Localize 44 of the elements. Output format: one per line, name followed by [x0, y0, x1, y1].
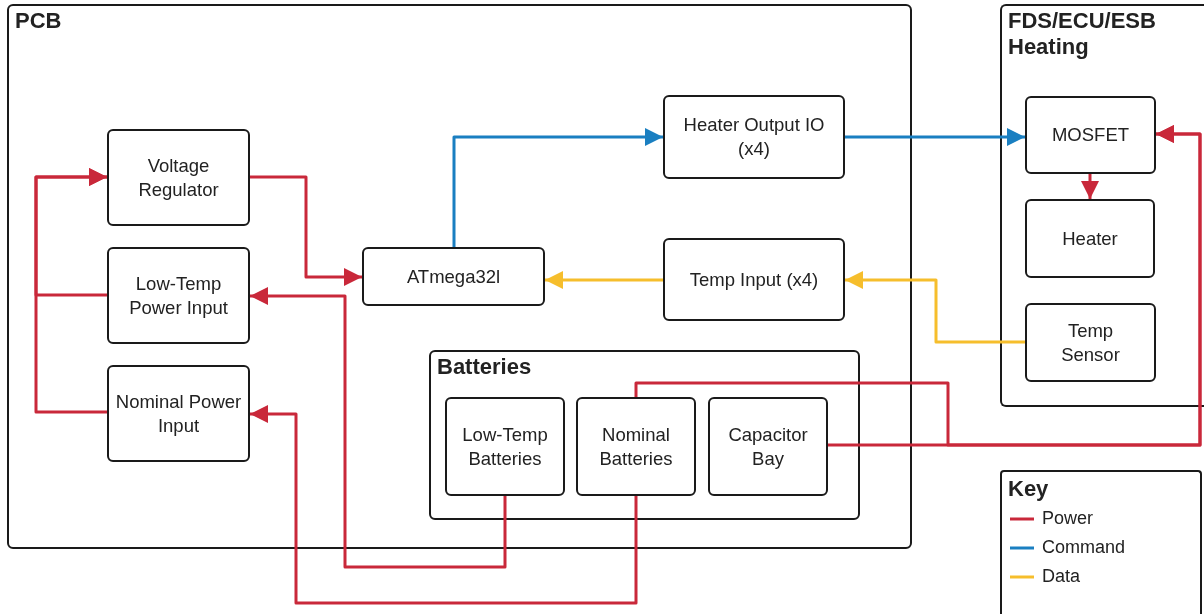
block-box — [445, 397, 565, 496]
block-box — [107, 247, 250, 344]
arrow — [250, 175, 362, 286]
arrow — [452, 128, 663, 247]
block-label: Voltage Regulator — [137, 153, 220, 202]
arrow — [634, 125, 1202, 447]
block-box — [663, 95, 845, 179]
group-title: PCB — [15, 8, 62, 34]
group-panel — [7, 4, 912, 549]
legend-label: Power — [1042, 508, 1094, 529]
block-box — [708, 397, 828, 496]
block-label: Temp Sensor — [1060, 318, 1121, 367]
block-box — [1025, 303, 1156, 382]
block-label: Heater Output IO (x4) — [682, 113, 826, 161]
block-label: Capacitor Bay — [727, 422, 809, 471]
arrow — [845, 271, 1025, 344]
block-label: Heater — [1061, 226, 1119, 251]
legend-title: Key — [1008, 476, 1049, 502]
block-box — [107, 365, 250, 462]
arrow — [34, 168, 107, 414]
block-label: ATmega32l — [405, 264, 502, 289]
block-box — [663, 238, 845, 321]
block-label: Low-Temp Batteries — [461, 422, 549, 471]
group-title: Batteries — [437, 354, 532, 380]
block-label: Nominal Batteries — [598, 422, 674, 471]
block-box — [107, 129, 250, 226]
block-label: Low-Temp Power Input — [128, 271, 229, 320]
arrow — [845, 128, 1025, 146]
group-panel — [429, 350, 860, 520]
block-box — [576, 397, 696, 496]
block-label: Temp Input (x4) — [688, 267, 820, 292]
arrow — [1081, 174, 1099, 199]
group-panel — [1000, 4, 1204, 407]
group-title: FDS/ECU/ESB Heating — [1008, 8, 1157, 60]
arrow — [545, 271, 663, 289]
arrow — [250, 287, 507, 569]
arrow — [250, 405, 638, 605]
block-box — [1025, 199, 1155, 278]
block-label: Nominal Power Input — [114, 389, 243, 438]
block-box — [362, 247, 545, 306]
block-label: MOSFET — [1050, 123, 1131, 147]
legend-label: Data — [1042, 566, 1081, 587]
block-box — [1025, 96, 1156, 174]
legend-label: Command — [1042, 537, 1126, 558]
